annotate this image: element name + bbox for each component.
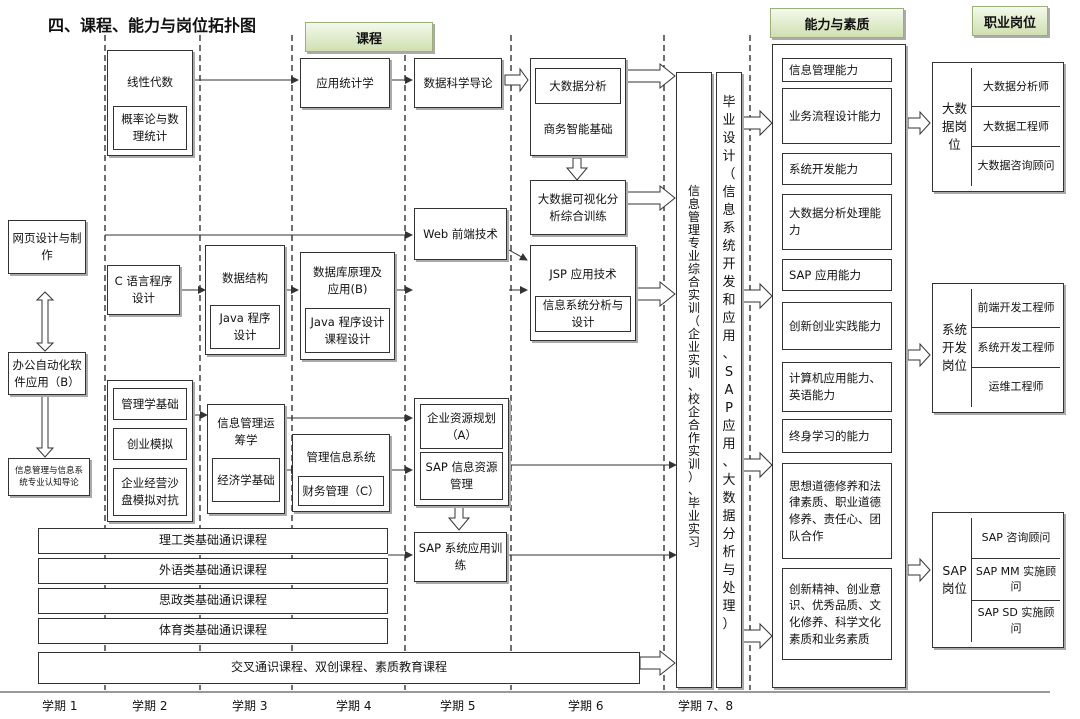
ability-item: 业务流程设计能力 (782, 88, 892, 144)
job-role: SAP MM 实施顾问 (972, 559, 1060, 601)
course-db: 数据库原理及应用(B) (305, 258, 390, 304)
ability-item: 信息管理能力 (782, 58, 892, 82)
course-general-sci: 理工类基础通识课程 (38, 528, 388, 554)
job-role: 前端开发工程师 (972, 289, 1060, 329)
semester-label: 学期 3 (232, 699, 268, 713)
course-general-pe: 体育类基础通识课程 (38, 618, 388, 644)
page-title: 四、课程、能力与岗位拓扑图 (48, 16, 257, 35)
course-info-intro: 信息管理与信息系统专业认知导论 (8, 458, 90, 496)
course-finance: 财务管理（C） (298, 476, 384, 506)
course-data-sci: 数据科学导论 (414, 58, 502, 108)
job-category: 大数据岗位 (938, 68, 972, 186)
ability-item: 创新创业实践能力 (782, 302, 892, 350)
header-ability: 能力与素质 (770, 8, 904, 38)
course-data-struct: 数据结构 (210, 262, 280, 294)
course-general-pol: 思政类基础通识课程 (38, 588, 388, 614)
course-viz: 大数据可视化分析综合训练 (530, 180, 626, 235)
ability-item: SAP 应用能力 (782, 259, 892, 291)
job-role: SAP SD 实施顾问 (972, 600, 1060, 642)
job-role: 大数据分析师 (972, 68, 1060, 108)
job-category: 系统开发岗位 (938, 289, 972, 407)
practice-text: 信息管理专业综合实训（企业实训、校企合作实训）、毕业实习 (687, 184, 700, 549)
course-general-lang: 外语类基础通识课程 (38, 558, 388, 584)
course-java: Java 程序设计 (210, 305, 280, 349)
course-bigdata-analysis: 大数据分析 (535, 68, 621, 104)
header-course: 课程 (305, 22, 433, 52)
course-economics: 经济学基础 (212, 458, 280, 502)
course-sap-app: SAP 系统应用训练 (414, 532, 507, 582)
ability-item: 终身学习的能力 (782, 419, 892, 453)
course-erp: 企业资源规划（A） (420, 404, 503, 449)
course-mgmt-basics: 管理学基础 (113, 388, 187, 420)
course-isad: 信息系统分析与设计 (535, 296, 631, 332)
graduation-box (716, 72, 742, 688)
course-cross: 交叉通识课程、双创课程、素质教育课程 (38, 652, 640, 684)
semester-label: 学期 5 (440, 699, 476, 713)
ability-item: 计算机应用能力、英语能力 (782, 362, 892, 412)
course-info-ops: 信息管理运筹学 (210, 412, 282, 452)
job-role: 运维工程师 (972, 367, 1060, 407)
job-role: 大数据咨询顾问 (972, 146, 1060, 186)
course-startup-sim: 创业模拟 (113, 428, 187, 460)
semester-label: 学期 6 (568, 699, 604, 713)
course-web-front: Web 前端技术 (414, 208, 507, 260)
job-category: SAP 岗位 (938, 518, 972, 642)
ability-item: 思想道德修养和法律素质、职业道德修养、责任心、团队合作 (782, 463, 892, 559)
course-java-design: Java 程序设计课程设计 (305, 308, 390, 353)
course-linear-algebra: 线性代数 (113, 65, 187, 99)
job-role: 系统开发工程师 (972, 328, 1060, 368)
job-role: SAP 咨询顾问 (972, 518, 1060, 560)
ability-item: 大数据分析处理能力 (782, 194, 892, 250)
job-role: 大数据工程师 (972, 107, 1060, 147)
practice-box (676, 72, 712, 688)
ability-item: 创新精神、创业意识、优秀品质、文化修养、科学文化素质和业务素质 (782, 568, 892, 660)
course-mis: 管理信息系统 (298, 442, 384, 472)
course-probability: 概率论与数理统计 (113, 106, 187, 150)
course-bi: 商务智能基础 (535, 110, 621, 148)
course-sap-res: SAP 信息资源管理 (420, 452, 503, 500)
ability-item: 系统开发能力 (782, 153, 892, 185)
semester-label: 学期 2 (132, 699, 168, 713)
course-office: 办公自动化软件应用（B） (8, 352, 86, 395)
course-web-design: 网页设计与制作 (8, 220, 86, 274)
header-job: 职业岗位 (972, 6, 1048, 36)
course-sandbox: 企业经营沙盘模拟对抗 (113, 468, 187, 516)
course-jsp: JSP 应用技术 (535, 258, 631, 290)
course-applied-stats: 应用统计学 (300, 58, 390, 108)
course-c-lang: C 语言程序设计 (107, 265, 180, 315)
semester-label: 学期 7、8 (678, 699, 734, 713)
semester-label: 学期 4 (336, 699, 372, 713)
semester-label: 学期 1 (42, 699, 78, 713)
